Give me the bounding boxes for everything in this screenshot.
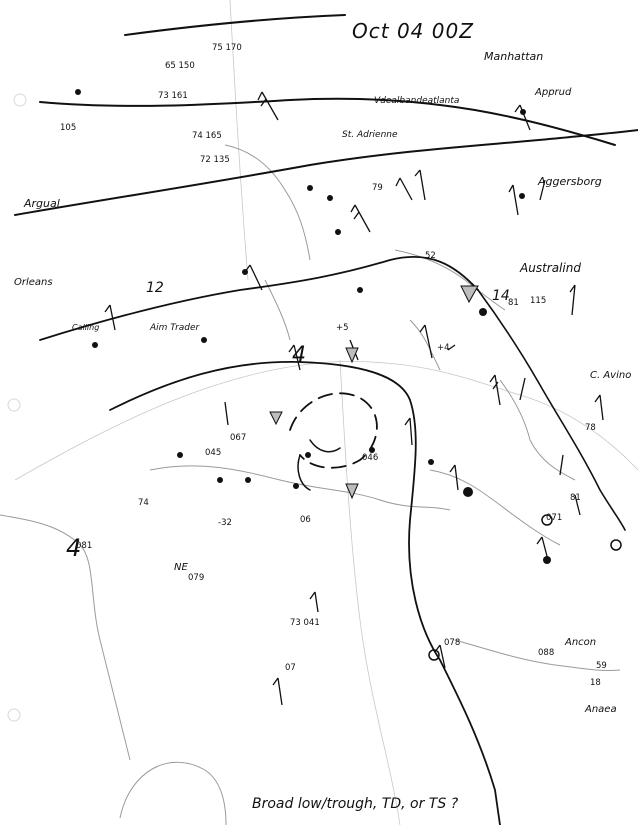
map-footer-note: Broad low/trough, TD, or TS ?: [252, 796, 459, 812]
station-label-argual: Argual: [23, 197, 60, 210]
obs-value: 73 161: [158, 91, 188, 101]
obs-value: 105: [60, 123, 76, 133]
station-label-manhattan: Manhattan: [484, 50, 543, 63]
obs-value: 73 041: [290, 618, 320, 628]
obs-value: 081: [76, 541, 92, 551]
obs-value: 07: [285, 663, 296, 673]
obs-value: 06: [300, 515, 311, 525]
obs-value: 088: [538, 648, 554, 658]
obs-value: 079: [188, 573, 204, 583]
station-label-orleans: Orleans: [14, 277, 53, 288]
obs-value: 067: [230, 433, 246, 443]
flag-marks: [269, 285, 479, 500]
big-symbol: 4: [66, 534, 81, 562]
obs-value: 81: [508, 298, 519, 308]
station-label-anaea: Anaea: [584, 704, 617, 715]
obs-value: 79: [372, 183, 383, 193]
map-date-stamp: Oct 04 00Z: [352, 19, 474, 43]
observation-values: 75 170 65 150 73 161 74 165 72 135 79 81…: [60, 43, 607, 688]
big-symbols: 4 4 12 14: [66, 280, 510, 562]
obs-value: +5: [336, 323, 349, 333]
obs-value: -32: [218, 518, 232, 528]
obs-value: 045: [205, 448, 221, 458]
obs-value: 52: [425, 251, 436, 261]
station-labels: Manhattan Vdealbandeatlanta Apprud St. A…: [14, 50, 631, 715]
wind-barbs: [104, 91, 604, 706]
obs-value: 74 165: [192, 131, 222, 141]
station-label-cavino: C. Avino: [590, 370, 631, 381]
station-dots: [75, 89, 622, 661]
big-symbol: 4: [292, 343, 306, 368]
station-label-ne: NE: [174, 562, 188, 573]
obs-value: 071: [546, 513, 562, 523]
obs-value: 046: [362, 453, 378, 463]
big-symbol: 14: [492, 288, 510, 304]
obs-value: +4: [437, 343, 450, 353]
obs-value: 18: [590, 678, 601, 688]
station-label-adrienne: St. Adrienne: [342, 130, 398, 140]
station-label-australind: Australind: [519, 261, 581, 275]
obs-value: 72 135: [200, 155, 230, 165]
fronts: [14, 14, 638, 825]
station-label-calling: Calling: [72, 323, 99, 332]
station-label-vdealba: Vdealbandeatlanta: [374, 96, 459, 106]
obs-value: 59: [596, 661, 607, 671]
station-label-aggersborg: Aggersborg: [537, 175, 602, 188]
obs-value: 65 150: [165, 61, 195, 71]
hole-punches: [7, 93, 27, 722]
station-label-ancon: Ancon: [564, 637, 596, 648]
obs-value: 78: [585, 423, 596, 433]
station-label-aimtrader: Aim Trader: [149, 323, 201, 333]
obs-value: 81: [570, 493, 581, 503]
big-symbol: 12: [146, 280, 164, 296]
obs-value: 078: [444, 638, 460, 648]
obs-value: 74: [138, 498, 149, 508]
obs-value: 75 170: [212, 43, 242, 53]
obs-value: 115: [530, 296, 546, 306]
station-label-apprud: Apprud: [534, 87, 572, 98]
